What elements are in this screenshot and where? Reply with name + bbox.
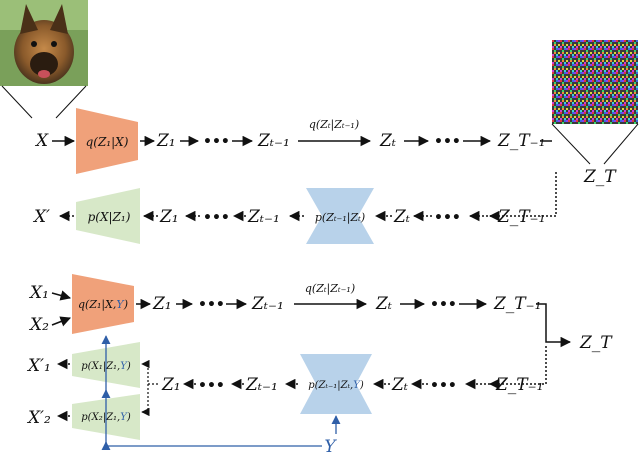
- node-zt-minus-1: Zₜ₋₁: [257, 131, 290, 151]
- decoder1-label-y: Y: [120, 361, 128, 372]
- denoiser-label: p(Zₜ₋₁|Zₜ): [315, 211, 365, 225]
- cond-encoder-label: q(Z₁|X,Y): [78, 298, 128, 312]
- cond-node-zT-minus-1: Z_T₋₁: [493, 294, 541, 314]
- zoom-line-left: [1, 85, 33, 119]
- ellipsis: •••: [430, 297, 457, 313]
- ellipsis: •••: [430, 378, 457, 394]
- decoder2-label-y: Y: [120, 412, 128, 423]
- transition-label: q(Zₜ|Zₜ₋₁): [309, 118, 359, 132]
- denoiser-block: [306, 188, 374, 244]
- ellipsis: •••: [203, 210, 230, 226]
- cond-node-zt-minus-1: Zₜ₋₁: [251, 294, 284, 314]
- decoder-trapezoid: [76, 188, 140, 244]
- arrow-x2-encoder: [51, 316, 71, 327]
- decoder2-label: p(X₂|Z₁,Y): [81, 412, 131, 423]
- cond-node-zT: Z_T: [579, 333, 613, 353]
- node-zT-minus-1: Z_T₋₁: [497, 131, 545, 151]
- arrow-x1-encoder: [51, 290, 72, 301]
- cond-denoiser-label-end: ): [359, 380, 364, 391]
- decoder1-label-end: ): [126, 361, 131, 372]
- cond-node-zt: Zₜ: [375, 294, 393, 314]
- input-x2: X₂: [28, 315, 49, 335]
- noise-zoom-line-left: [551, 123, 591, 165]
- output-x-prime: X′: [32, 207, 50, 227]
- arrow-cond-to-zT: [536, 303, 572, 348]
- ellipsis: •••: [203, 134, 230, 150]
- cond-encoder-label-end: ): [123, 298, 128, 311]
- dog-image: [0, 0, 88, 86]
- node-zt: Zₜ: [379, 131, 397, 151]
- decoder2-label-main: p(X₂|Z₁,: [81, 412, 120, 423]
- input-x1: X₁: [28, 283, 49, 303]
- cond-denoiser-label-y: Y: [353, 380, 361, 391]
- node-z1-rev: Z₁: [159, 207, 179, 227]
- node-zT-minus-1-rev: Z_T₋₁: [497, 207, 545, 227]
- arrow-cond-zT-zT1: [488, 346, 547, 390]
- input-x: X: [34, 131, 49, 151]
- output-x1-prime: X′₁: [26, 356, 51, 376]
- cond-node-z1: Z₁: [152, 294, 172, 314]
- cond-node-zT-minus-1-rev: Z_T₋₁: [495, 375, 543, 395]
- noise-image: [552, 40, 638, 124]
- cond-denoiser-block: [300, 354, 372, 414]
- cond-encoder-trapezoid: [72, 274, 134, 334]
- cond-node-z1-rev: Z₁: [161, 375, 181, 395]
- encoder-label: q(Z₁|X): [86, 135, 129, 149]
- condition-y: Y: [324, 437, 337, 453]
- cond-encoder-label-y: Y: [116, 298, 125, 311]
- node-zt-rev: Zₜ: [393, 207, 411, 227]
- ellipsis: •••: [198, 297, 225, 313]
- decoder-label: p(X|Z₁): [88, 210, 131, 224]
- cond-denoiser-label: p(Zₜ₋₁|Zₜ,Y): [308, 380, 364, 391]
- cond-transition-label: q(Zₜ|Zₜ₋₁): [305, 282, 355, 296]
- node-zt-minus-1-rev: Zₜ₋₁: [247, 207, 280, 227]
- cond-node-zt-minus-1-rev: Zₜ₋₁: [245, 375, 278, 395]
- cond-encoder-label-main: q(Z₁|X,: [78, 298, 116, 312]
- decoder1-label: p(X₁|Z₁,Y): [81, 361, 131, 372]
- arrow-z1-decoder2: [141, 384, 150, 417]
- output-x2-prime: X′₂: [26, 408, 51, 428]
- cond-node-zt-rev: Zₜ: [391, 375, 409, 395]
- arrow-z1-decoder1: [141, 359, 158, 385]
- decoder2-label-end: ): [126, 412, 131, 423]
- noise-zoom-line-right: [603, 123, 639, 165]
- ellipsis: •••: [434, 210, 461, 226]
- ellipsis: •••: [198, 378, 225, 394]
- arrow-y-decoder2: [101, 441, 322, 451]
- zoom-line-right: [55, 85, 87, 119]
- decoder1-label-main: p(X₁|Z₁,: [81, 361, 120, 372]
- node-zT: Z_T: [583, 167, 617, 187]
- node-z1: Z₁: [156, 131, 176, 151]
- cond-denoiser-label-main: p(Zₜ₋₁|Zₜ,: [308, 380, 353, 391]
- encoder-trapezoid: [76, 108, 138, 174]
- arrow-zT-to-zT1: [488, 172, 557, 222]
- ellipsis: •••: [434, 134, 461, 150]
